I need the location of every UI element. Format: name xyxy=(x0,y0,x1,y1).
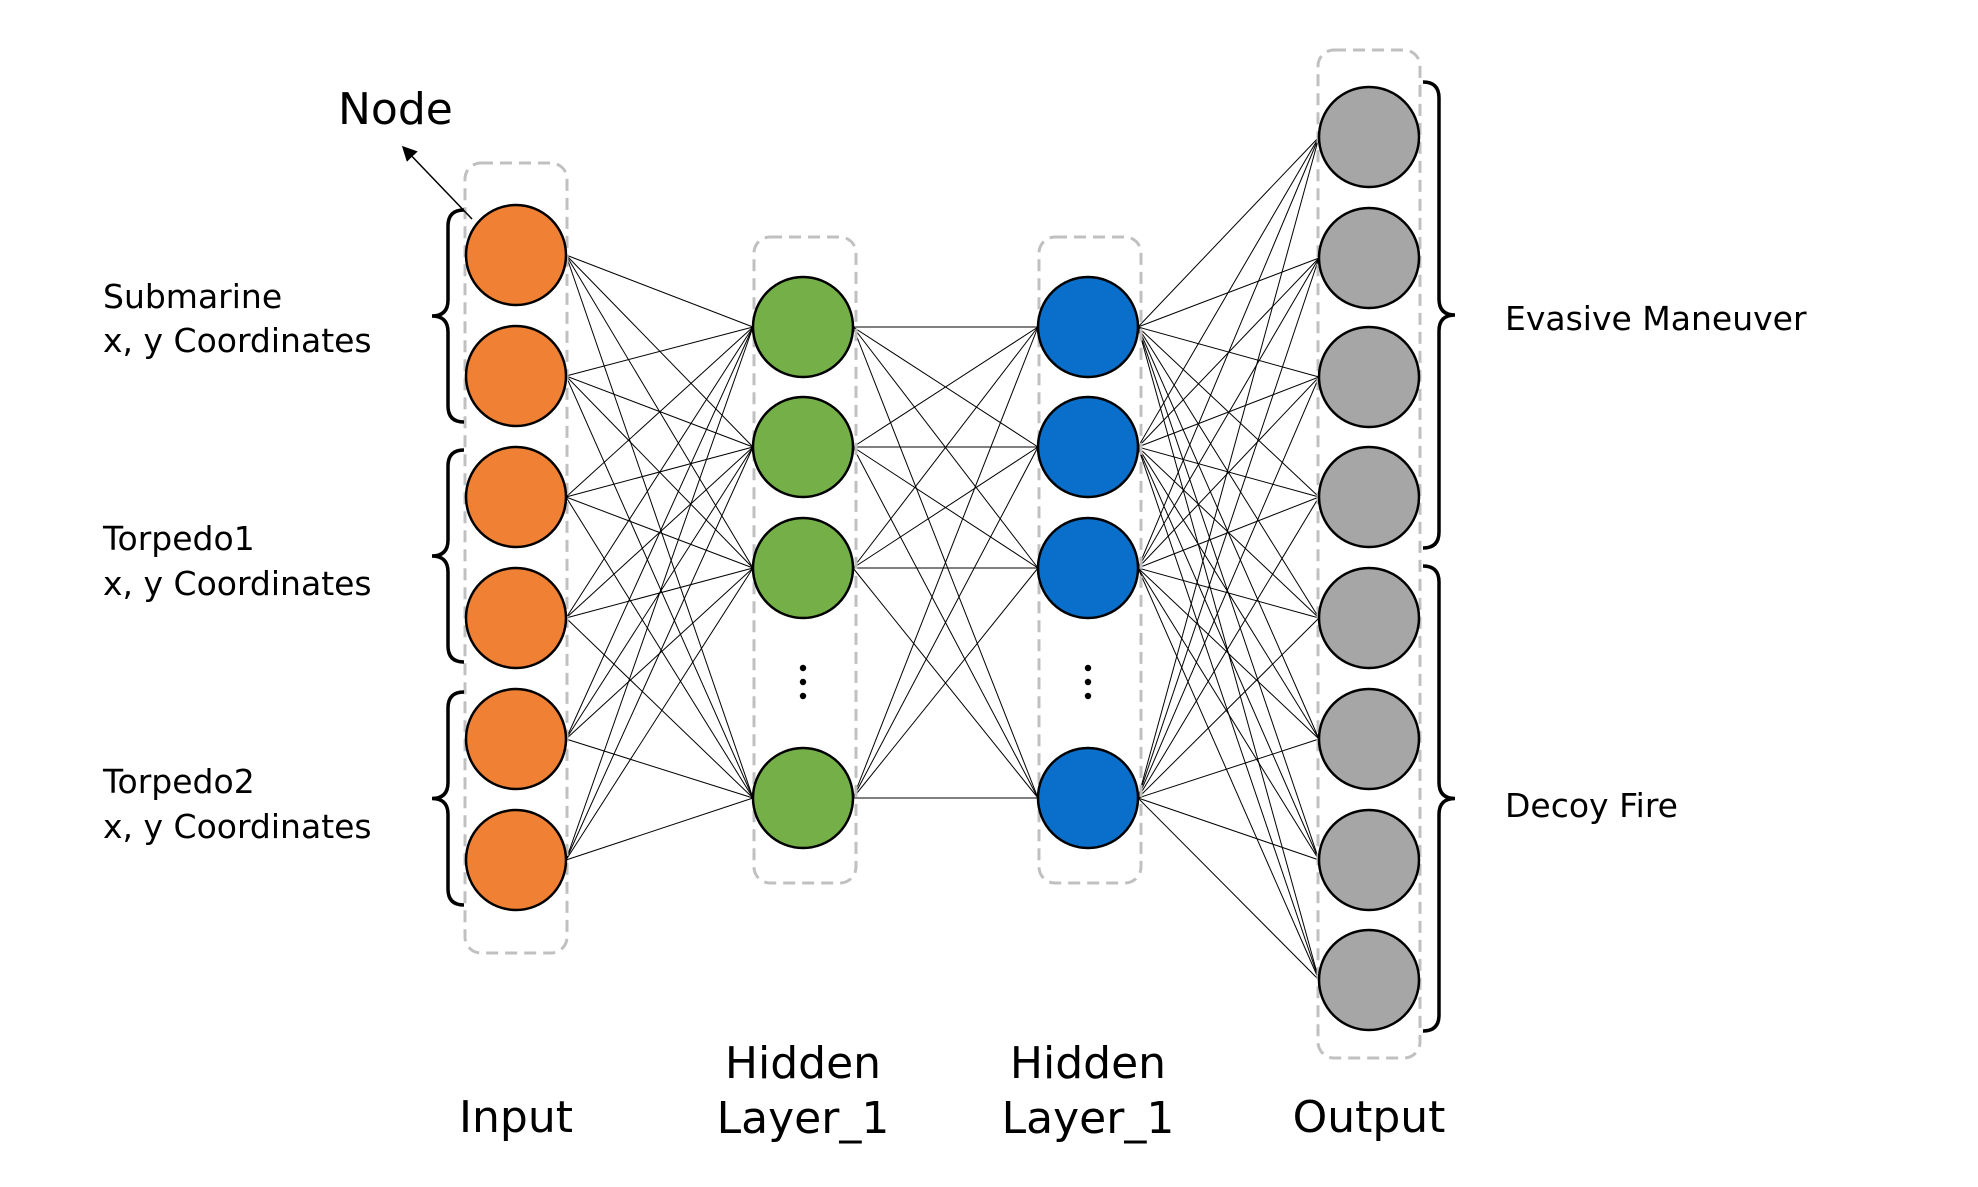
node-pointer-arrow xyxy=(401,145,473,220)
edge-hidden2-3-to-output-4 xyxy=(1137,617,1320,799)
braces xyxy=(431,80,1456,1033)
layer-box-input xyxy=(463,161,569,955)
edge-hidden2-1-to-output-0 xyxy=(1137,136,1320,448)
layer-caption-hidden1-line1: Hidden xyxy=(725,1038,881,1089)
edge-hidden2-1-to-output-2 xyxy=(1137,376,1320,448)
ellipses xyxy=(799,664,1092,700)
ellipsis-dot-hidden1-2 xyxy=(799,692,807,700)
edge-input-5-to-hidden1-2 xyxy=(565,567,754,861)
node-input-5 xyxy=(464,808,568,912)
edge-hidden1-1-to-hidden2-0 xyxy=(852,326,1039,448)
edge-input-3-to-hidden1-0 xyxy=(565,326,754,619)
edge-hidden2-3-to-output-5 xyxy=(1137,738,1320,799)
ellipsis-dot-hidden2-1 xyxy=(1084,678,1092,686)
node-input-2 xyxy=(464,445,568,549)
node-hidden1-0 xyxy=(751,275,855,379)
edge-input-5-to-hidden1-3 xyxy=(565,797,754,861)
input-group-label-torpedo2: Torpedo2 xyxy=(102,762,255,801)
layer-caption-input: Input xyxy=(459,1092,573,1143)
node-output-7 xyxy=(1317,928,1421,1032)
edge-input-1-to-hidden1-0 xyxy=(565,326,754,377)
node-hidden1-2 xyxy=(751,516,855,620)
node-output-3 xyxy=(1317,445,1421,549)
edge-hidden2-2-to-output-0 xyxy=(1137,136,1320,569)
edge-input-2-to-hidden1-3 xyxy=(565,496,754,799)
edge-hidden2-2-to-output-4 xyxy=(1137,567,1320,619)
edge-hidden2-3-to-output-2 xyxy=(1137,376,1320,799)
edge-hidden2-2-to-output-7 xyxy=(1137,567,1320,981)
edge-input-1-to-hidden1-3 xyxy=(565,375,754,799)
layer-box-hidden2 xyxy=(1037,235,1143,885)
edge-input-3-to-hidden1-3 xyxy=(565,617,754,799)
node-input-0 xyxy=(464,203,568,307)
node-hidden2-3 xyxy=(1036,746,1140,850)
layer-caption-hidden1-line2: Layer_1 xyxy=(717,1093,890,1144)
node-hidden2-0 xyxy=(1036,275,1140,379)
edge-hidden1-2-to-hidden2-0 xyxy=(852,326,1039,569)
node-output-6 xyxy=(1317,808,1421,912)
edge-input-0-to-hidden1-0 xyxy=(565,254,754,328)
node-hidden2-1 xyxy=(1036,395,1140,499)
connections xyxy=(565,136,1320,981)
node-output-1 xyxy=(1317,206,1421,310)
input-group-sublabel-torpedo1: x, y Coordinates xyxy=(103,564,372,603)
node-annotation-label: Node xyxy=(338,84,453,135)
edge-hidden1-2-to-hidden2-1 xyxy=(852,446,1039,569)
edge-input-5-to-hidden1-0 xyxy=(565,326,754,861)
layer-group-boxes xyxy=(463,48,1422,1060)
edge-input-5-to-hidden1-1 xyxy=(565,446,754,861)
edge-hidden2-3-to-output-7 xyxy=(1137,797,1320,981)
output-group-label-decoy: Decoy Fire xyxy=(1505,786,1678,825)
node-hidden2-2 xyxy=(1036,516,1140,620)
edge-hidden2-2-to-output-2 xyxy=(1137,376,1320,569)
edge-hidden2-3-to-output-0 xyxy=(1137,136,1320,799)
brace-evasive-maneuver xyxy=(1422,80,1456,550)
edge-hidden2-2-to-output-6 xyxy=(1137,567,1320,861)
edge-input-0-to-hidden1-3 xyxy=(565,254,754,799)
edge-input-4-to-hidden1-3 xyxy=(565,738,754,799)
ellipsis-dot-hidden1-0 xyxy=(799,664,807,672)
output-group-label-evasive: Evasive Maneuver xyxy=(1505,299,1807,338)
node-hidden1-3 xyxy=(751,746,855,850)
ellipsis-dot-hidden1-1 xyxy=(799,678,807,686)
node-input-3 xyxy=(464,566,568,670)
layer-caption-hidden2-line2: Layer_1 xyxy=(1002,1093,1175,1144)
node-output-2 xyxy=(1317,325,1421,429)
input-group-label-torpedo1: Torpedo1 xyxy=(102,519,255,558)
input-group-label-submarine: Submarine xyxy=(103,277,282,316)
edge-hidden2-3-to-output-1 xyxy=(1137,257,1320,799)
input-group-sublabel-submarine: x, y Coordinates xyxy=(103,321,372,360)
edge-hidden1-3-to-hidden2-1 xyxy=(852,446,1039,799)
node-output-4 xyxy=(1317,566,1421,670)
input-group-sublabel-torpedo2: x, y Coordinates xyxy=(103,807,372,846)
ellipsis-dot-hidden2-0 xyxy=(1084,664,1092,672)
layer-caption-hidden2-line1: Hidden xyxy=(1010,1038,1166,1089)
layer-box-hidden1 xyxy=(752,235,858,885)
edge-hidden2-3-to-output-6 xyxy=(1137,797,1320,861)
node-output-5 xyxy=(1317,687,1421,791)
node-input-1 xyxy=(464,324,568,428)
layer-caption-output: Output xyxy=(1293,1092,1446,1143)
nodes xyxy=(464,85,1421,1032)
edge-input-4-to-hidden1-0 xyxy=(565,326,754,740)
edge-hidden1-3-to-hidden2-0 xyxy=(852,326,1039,799)
node-hidden1-1 xyxy=(751,395,855,499)
edge-hidden2-2-to-output-3 xyxy=(1137,496,1320,569)
edge-hidden2-2-to-output-5 xyxy=(1137,567,1320,740)
layer-box-output xyxy=(1316,48,1422,1060)
brace-torpedo2 xyxy=(431,690,465,907)
edge-hidden1-3-to-hidden2-2 xyxy=(852,567,1039,799)
brace-decoy-fire xyxy=(1422,564,1456,1033)
edge-hidden2-2-to-output-1 xyxy=(1137,257,1320,569)
edge-input-2-to-hidden1-0 xyxy=(565,326,754,498)
ellipsis-dot-hidden2-2 xyxy=(1084,692,1092,700)
brace-torpedo1 xyxy=(431,448,465,664)
edge-hidden2-3-to-output-3 xyxy=(1137,496,1320,799)
edge-hidden2-0-to-output-0 xyxy=(1137,136,1320,328)
node-output-0 xyxy=(1317,85,1421,189)
node-input-4 xyxy=(464,687,568,791)
brace-submarine xyxy=(431,208,465,424)
